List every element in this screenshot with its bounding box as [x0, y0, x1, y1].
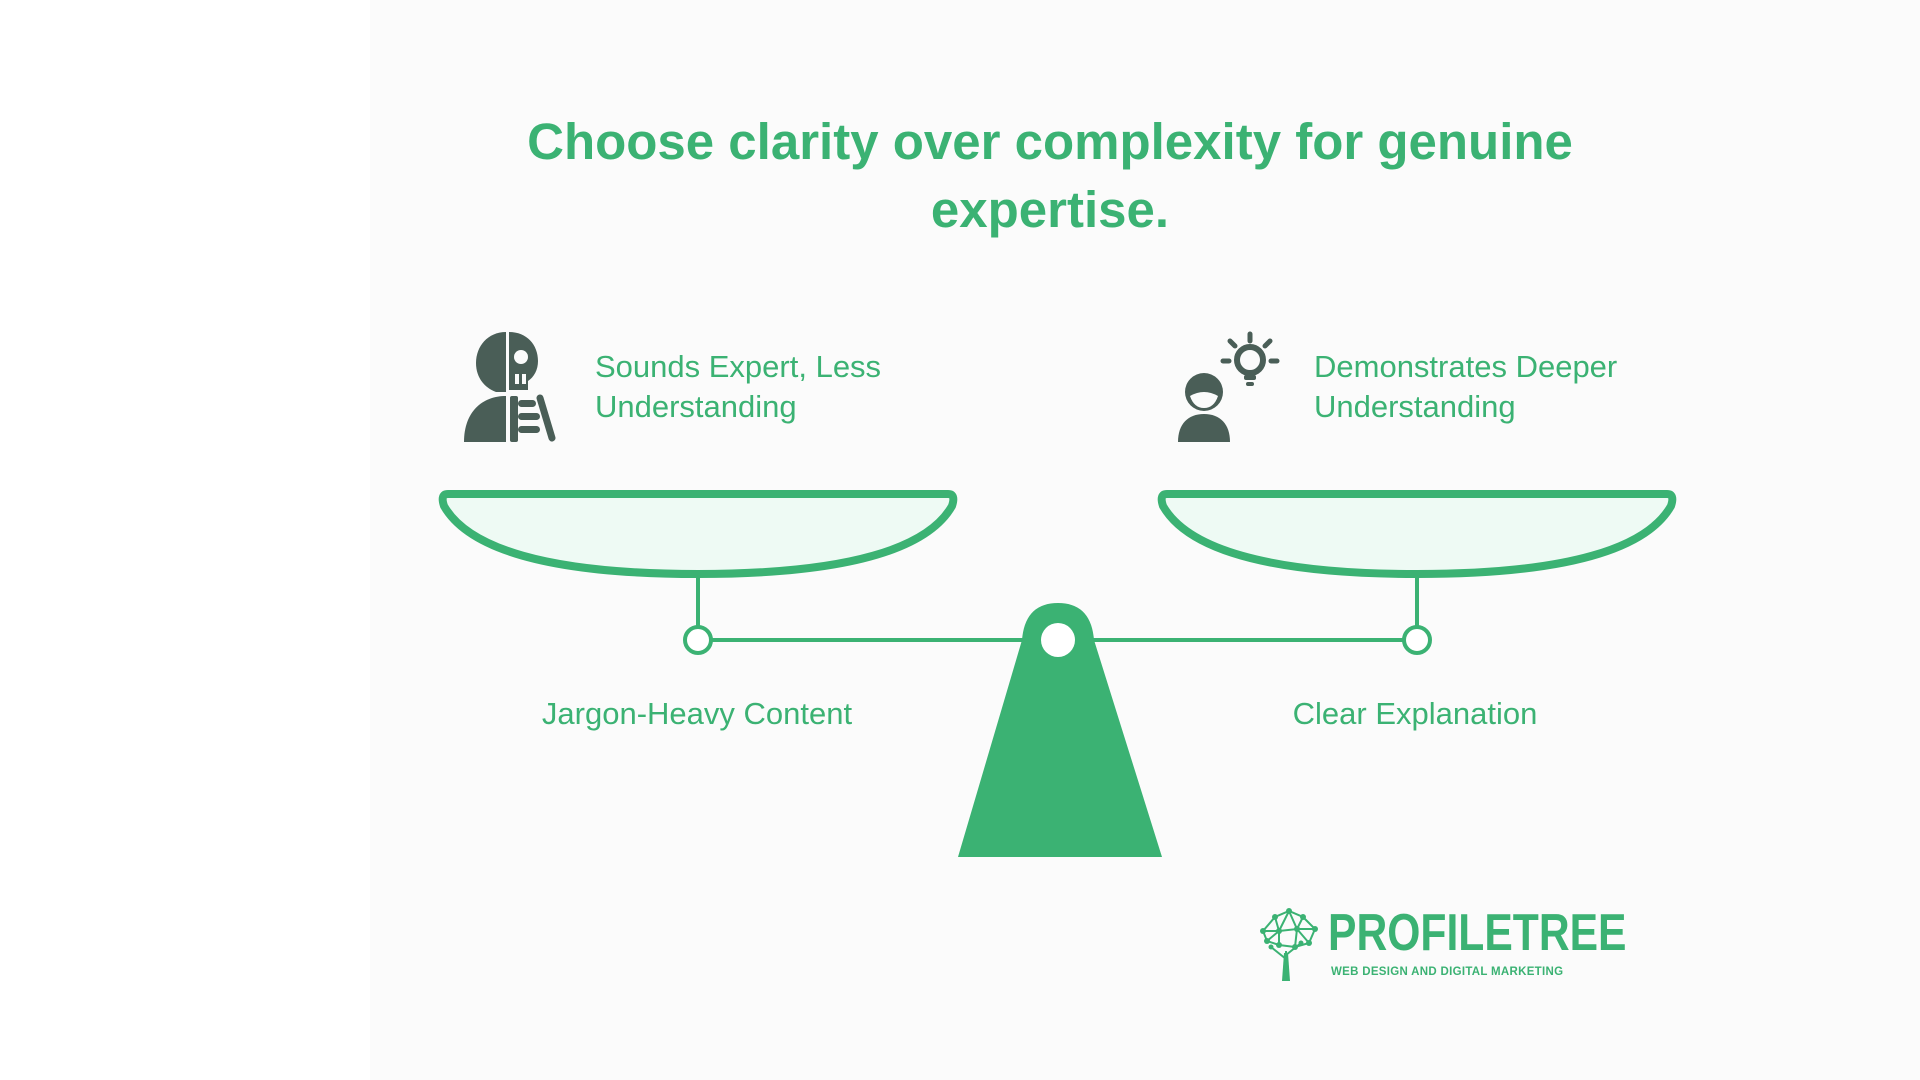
left-pan-label: Jargon-Heavy Content	[541, 696, 853, 731]
page-title: Choose clarity over complexity for genui…	[527, 113, 1573, 238]
person-lightbulb-icon	[1178, 331, 1280, 442]
profiletree-logo[interactable]: PROFILETREE WEB DESIGN AND DIGITAL MARKE…	[1253, 903, 1627, 983]
tree-network-icon	[1260, 908, 1318, 981]
left-pivot	[683, 625, 713, 655]
left-heading: Sounds Expert, Less Understanding	[595, 349, 882, 424]
left-pan	[438, 490, 958, 578]
fulcrum	[958, 603, 1162, 857]
right-pan	[1157, 490, 1677, 578]
right-pan-label: Clear Explanation	[1292, 696, 1538, 731]
right-pivot	[1402, 625, 1432, 655]
logo-wordmark: PROFILETREE	[1328, 904, 1627, 962]
right-heading: Demonstrates Deeper Understanding	[1314, 349, 1618, 424]
skeleton-person-icon	[464, 332, 556, 442]
logo-tagline: WEB DESIGN AND DIGITAL MARKETING	[1331, 966, 1564, 978]
